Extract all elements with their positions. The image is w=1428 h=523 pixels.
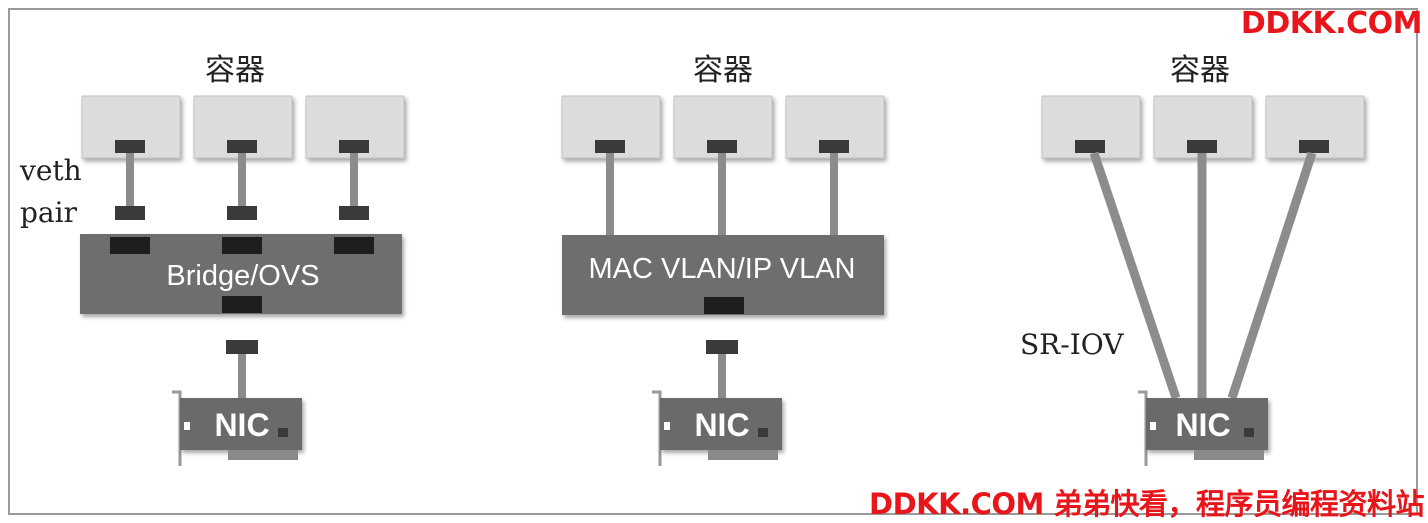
- nic-led: [184, 422, 190, 430]
- container-port: [115, 140, 145, 153]
- nic-led: [664, 422, 670, 430]
- nic-label: NIC: [694, 407, 749, 443]
- container-label: 容器: [1170, 53, 1230, 88]
- container-port: [1075, 140, 1105, 153]
- uplink-link: [718, 354, 726, 400]
- bridge-label: Bridge/OVS: [166, 260, 319, 292]
- container-port: [707, 140, 737, 153]
- container-port: [1299, 140, 1329, 153]
- macvlan-uplink-port: [704, 297, 744, 314]
- panel-bridge-ovs: 容器 veth pair Bridge/OVS: [19, 53, 405, 466]
- uplink-link: [238, 354, 246, 400]
- nic-bracket: [172, 390, 182, 466]
- sriov-links: [1089, 151, 1317, 400]
- macvlan-link: [718, 153, 726, 235]
- container-group: [81, 95, 405, 159]
- container-label: 容器: [205, 53, 265, 88]
- nic-board: [1146, 398, 1268, 450]
- macvlan-switch: MAC VLAN/IP VLAN: [562, 235, 884, 315]
- nic-bracket: [1138, 390, 1148, 466]
- veth-port: [339, 206, 369, 220]
- nic-board: [180, 398, 302, 450]
- nic-bracket: [652, 390, 662, 466]
- sriov-link: [1227, 151, 1317, 400]
- bridge-switch: Bridge/OVS: [80, 234, 402, 314]
- nic-chip: [758, 428, 768, 437]
- nic-card: NIC: [172, 390, 302, 466]
- nic-led: [1150, 422, 1156, 430]
- nic-label: NIC: [214, 407, 269, 443]
- bridge-port: [334, 237, 374, 254]
- sriov-link: [1089, 151, 1181, 400]
- nic-board: [660, 398, 782, 450]
- veth-port: [227, 206, 257, 220]
- container-label: 容器: [693, 53, 753, 88]
- uplink-port: [706, 340, 738, 354]
- sriov-label: SR-IOV: [1020, 328, 1124, 361]
- macvlan-link: [830, 153, 838, 235]
- panel-macvlan: 容器 MAC VLAN/IP VLAN NIC: [561, 53, 885, 466]
- macvlan-link: [606, 153, 614, 235]
- container-port: [595, 140, 625, 153]
- bridge-uplink-port: [222, 296, 262, 313]
- container-group: [561, 95, 885, 159]
- panel-sriov: 容器 SR-IOV NIC: [1020, 53, 1365, 466]
- nic-card: NIC: [652, 390, 782, 466]
- nic-edge-connector: [1194, 450, 1264, 460]
- container-port: [819, 140, 849, 153]
- veth-port: [115, 206, 145, 220]
- nic-card: NIC: [1138, 390, 1268, 466]
- nic-chip: [278, 428, 288, 437]
- nic-chip: [1244, 428, 1254, 437]
- pair-label: pair: [20, 196, 78, 229]
- container-group: [1041, 95, 1365, 159]
- watermark-bottom: DDKK.COM 弟弟快看，程序员编程资料站: [869, 487, 1425, 521]
- veth-label: veth: [19, 154, 82, 187]
- container-box: [193, 95, 293, 159]
- bridge-port: [110, 237, 150, 254]
- macvlan-links: [606, 153, 838, 235]
- uplink-port: [226, 340, 258, 354]
- veth-link: [350, 153, 358, 206]
- veth-link: [126, 153, 134, 206]
- veth-pair-links: [115, 153, 369, 220]
- bridge-port: [222, 237, 262, 254]
- nic-label: NIC: [1175, 407, 1230, 443]
- container-port: [1187, 140, 1217, 153]
- macvlan-label: MAC VLAN/IP VLAN: [588, 253, 855, 285]
- container-port: [227, 140, 257, 153]
- container-port: [339, 140, 369, 153]
- watermark-top: DDKK.COM: [1240, 6, 1423, 41]
- nic-edge-connector: [228, 450, 298, 460]
- nic-edge-connector: [708, 450, 778, 460]
- veth-link: [238, 153, 246, 206]
